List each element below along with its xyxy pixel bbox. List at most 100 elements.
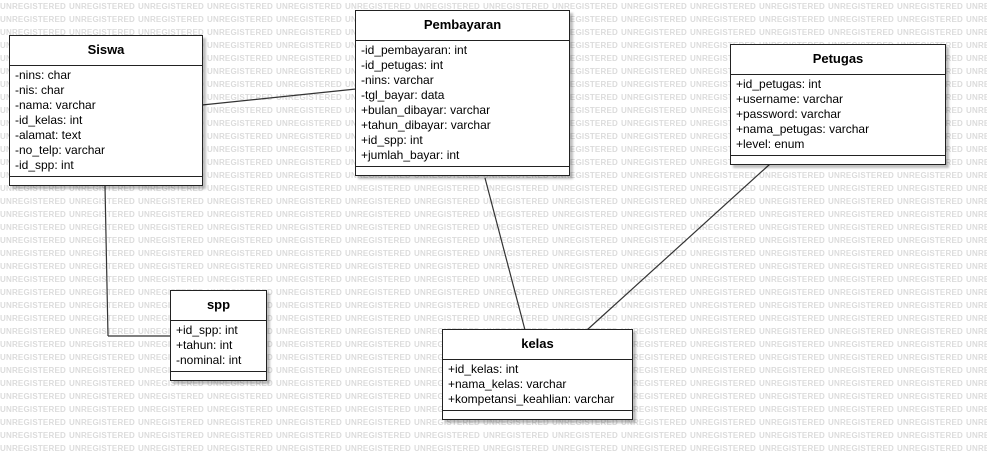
watermark-text: UNREGISTERED (69, 197, 135, 206)
watermark-text: UNREGISTERED (621, 158, 687, 167)
watermark-text: UNREGISTERED (207, 93, 273, 102)
watermark-text: UNREGISTERED (690, 41, 756, 50)
watermark-text: UNREGISTERED (552, 67, 618, 76)
watermark-text: UNREGISTERED (69, 327, 135, 336)
attribute-item: +level: enum (736, 137, 805, 151)
watermark-text: UNREGISTERED (690, 392, 756, 401)
watermark-text: UNREGISTERED (69, 262, 135, 271)
watermark-text: UNREGISTERED (966, 288, 987, 297)
watermark-text: UNREGISTERED (276, 379, 342, 388)
watermark-text: UNREGISTERED (966, 236, 987, 245)
watermark-row: UNREGISTERED UNREGISTERED UNREGISTERED UNRE… (0, 247, 987, 260)
watermark-text: UNREGISTERED (483, 223, 549, 232)
watermark-text: UNREGISTERED (621, 132, 687, 141)
watermark-text: UNREGISTERED (276, 67, 342, 76)
attribute-item: +nama_petugas: varchar (736, 122, 870, 136)
watermark-text: UNREGISTERED (276, 275, 342, 284)
watermark-text: UNREGISTERED (0, 249, 66, 258)
watermark-text: UNREGISTERED (828, 210, 894, 219)
watermark-text: UNREGISTERED (828, 353, 894, 362)
watermark-text: UNREGISTERED (759, 210, 825, 219)
watermark-text: UNREGISTERED (966, 210, 987, 219)
watermark-text: UNREGISTERED (690, 405, 756, 414)
watermark-text: UNREGISTERED (759, 262, 825, 271)
watermark-text: UNREGISTERED (0, 405, 66, 414)
watermark-text: UNREGISTERED (966, 28, 987, 37)
watermark-text: UNREGISTERED (0, 379, 66, 388)
watermark-text: UNREGISTERED (759, 275, 825, 284)
watermark-text: UNREGISTERED (276, 119, 342, 128)
watermark-text: UNREGISTERED (690, 444, 756, 453)
watermark-text: UNREGISTERED (276, 145, 342, 154)
attribute-item: -id_kelas: int (15, 113, 83, 127)
watermark-text: UNREGISTERED (690, 262, 756, 271)
watermark-text: UNREGISTERED (69, 288, 135, 297)
watermark-text: UNREGISTERED (966, 340, 987, 349)
watermark-text: UNREGISTERED (552, 145, 618, 154)
watermark-text: UNREGISTERED (552, 262, 618, 271)
watermark-text: UNREGISTERED (276, 80, 342, 89)
watermark-text: UNREGISTERED (828, 184, 894, 193)
watermark-text: UNREGISTERED (690, 275, 756, 284)
watermark-text: UNREGISTERED (690, 28, 756, 37)
watermark-text: UNREGISTERED (276, 353, 342, 362)
watermark-text: UNREGISTERED (69, 353, 135, 362)
watermark-text: UNREGISTERED (690, 223, 756, 232)
watermark-text: UNREGISTERED (690, 119, 756, 128)
watermark-text: UNREGISTERED (0, 288, 66, 297)
watermark-text: UNREGISTERED (759, 431, 825, 440)
watermark-text: UNREGISTERED (759, 249, 825, 258)
watermark-text: UNREGISTERED (690, 301, 756, 310)
watermark-text: UNREGISTERED (828, 392, 894, 401)
watermark-text: UNREGISTERED (966, 405, 987, 414)
watermark-text: UNREGISTERED (759, 301, 825, 310)
watermark-text: UNREGISTERED (276, 2, 342, 11)
class-petugas[interactable]: Petugas +id_petugas: int+username: varch… (730, 44, 946, 165)
watermark-text: UNREGISTERED (276, 210, 342, 219)
watermark-text: UNREGISTERED (69, 418, 135, 427)
watermark-text: UNREGISTERED (138, 444, 204, 453)
watermark-text: UNREGISTERED (207, 249, 273, 258)
watermark-text: UNREGISTERED (483, 275, 549, 284)
watermark-text: UNREGISTERED (966, 366, 987, 375)
watermark-text: UNREGISTERED (414, 236, 480, 245)
class-kelas[interactable]: kelas +id_kelas: int+nama_kelas: varchar… (442, 329, 633, 420)
watermark-text: UNREGISTERED (966, 15, 987, 24)
watermark-text: UNREGISTERED (828, 28, 894, 37)
watermark-text: UNREGISTERED (207, 67, 273, 76)
watermark-text: UNREGISTERED (897, 184, 963, 193)
watermark-text: UNREGISTERED (621, 379, 687, 388)
watermark-text: UNREGISTERED (207, 145, 273, 154)
edge-siswa-spp-vertical (104, 185, 109, 337)
watermark-text: UNREGISTERED (621, 262, 687, 271)
watermark-text: UNREGISTERED (276, 197, 342, 206)
watermark-text: UNREGISTERED (138, 379, 204, 388)
attribute-item: +id_petugas: int (736, 77, 822, 91)
watermark-text: UNREGISTERED (414, 275, 480, 284)
watermark-text: UNREGISTERED (897, 327, 963, 336)
watermark-text: UNREGISTERED (0, 210, 66, 219)
watermark-text: UNREGISTERED (276, 223, 342, 232)
watermark-text: UNREGISTERED (690, 366, 756, 375)
watermark-text: UNREGISTERED (414, 249, 480, 258)
watermark-text: UNREGISTERED (690, 288, 756, 297)
watermark-text: UNREGISTERED (759, 405, 825, 414)
watermark-text: UNREGISTERED (621, 93, 687, 102)
watermark-text: UNREGISTERED (276, 93, 342, 102)
watermark-text: UNREGISTERED (345, 314, 411, 323)
class-title: spp (171, 291, 266, 321)
watermark-text: UNREGISTERED (621, 236, 687, 245)
class-pembayaran[interactable]: Pembayaran -id_pembayaran: int-id_petuga… (355, 10, 570, 176)
watermark-text: UNREGISTERED (207, 223, 273, 232)
watermark-text: UNREGISTERED (621, 67, 687, 76)
class-siswa[interactable]: Siswa -nins: char-nis: char-nama: varcha… (9, 35, 203, 186)
attribute-item: -nominal: int (176, 353, 242, 367)
watermark-text: UNREGISTERED (0, 184, 66, 193)
watermark-text: UNREGISTERED (828, 340, 894, 349)
watermark-text: UNREGISTERED (966, 379, 987, 388)
watermark-text: UNREGISTERED (414, 314, 480, 323)
watermark-text: UNREGISTERED (276, 405, 342, 414)
watermark-text: UNREGISTERED (276, 171, 342, 180)
class-spp[interactable]: spp +id_spp: int+tahun: int-nominal: int (170, 290, 267, 381)
